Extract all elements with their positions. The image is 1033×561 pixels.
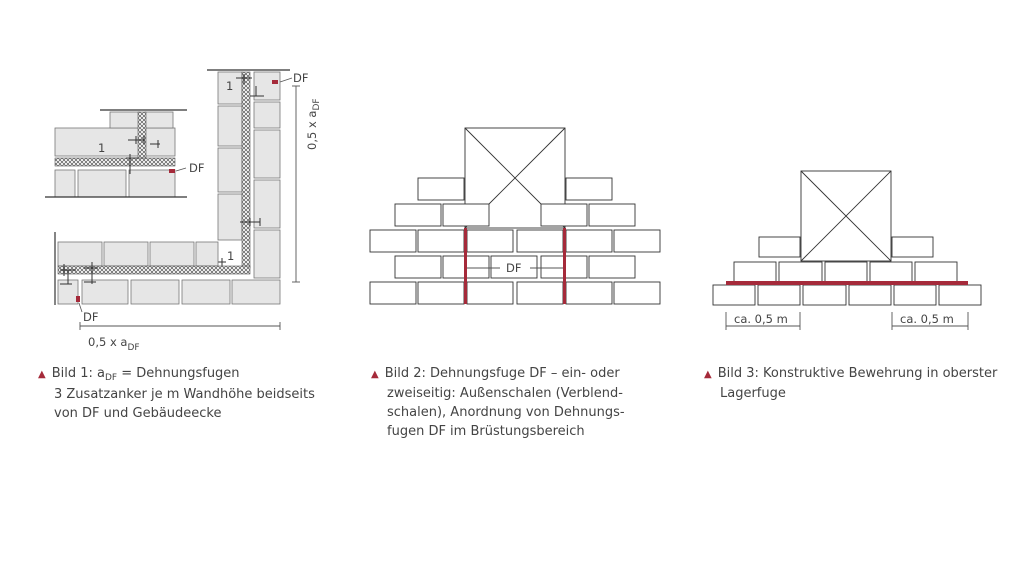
dim-vertical-label: 0,5 x aDF: [305, 98, 322, 150]
df-label: DF: [506, 261, 521, 275]
caption-1-line2: 3 Zusatzanker je m Wandhöhe beidseits: [54, 387, 315, 402]
caption-1-prefix: Bild 1: a: [51, 366, 105, 381]
caption-3-line2: Lagerfuge: [720, 386, 786, 401]
dimension-vertical: [292, 85, 300, 283]
anchor-label-corner: 1: [227, 249, 234, 263]
anchor-label-left: 1: [98, 141, 105, 155]
df-label-top: DF: [293, 71, 308, 85]
caption-3-line1: Bild 3: Konstruktive Bewehrung in oberst…: [717, 366, 998, 381]
inner-wall-stub: [45, 109, 187, 198]
dim-left-label: ca. 0,5 m: [734, 312, 788, 326]
df-label-bottom: DF: [83, 310, 98, 324]
dim-right-label: ca. 0,5 m: [900, 312, 954, 326]
caption-bild-3: ▲ Bild 3: Konstruktive Bewehrung in obers…: [704, 364, 1024, 403]
caption-1-line3: von DF und Gebäudeecke: [54, 406, 222, 421]
caption-2-line3: schalen), Anordnung von Dehnungs-: [387, 405, 625, 420]
caption-1-suffix: = Dehnungsfugen: [117, 366, 240, 381]
caption-2-line4: fugen DF im Brüstungsbereich: [387, 424, 585, 439]
df-label-mid: DF: [189, 161, 204, 175]
dimension-horizontal: [79, 322, 281, 330]
figure-2-drawing: [369, 127, 661, 305]
vertical-wall: [207, 69, 293, 279]
expansion-joint-right: [563, 228, 566, 304]
caption-marker-icon: ▲: [371, 369, 379, 380]
caption-bild-2: ▲ Bild 2: Dehnungsfuge DF – ein- oder zwe…: [371, 364, 671, 441]
caption-2-line1: Bild 2: Dehnungsfuge DF – ein- oder: [384, 366, 620, 381]
bed-joint-reinforcement: [726, 281, 968, 285]
caption-1-sub: DF: [104, 373, 118, 383]
horizontal-wall: [54, 232, 281, 313]
anchor-label-top: 1: [226, 79, 233, 93]
expansion-joint-left: [464, 228, 467, 304]
caption-bild-1: ▲ Bild 1: aDF = Dehnungsfugen 3 Zusatzank…: [38, 364, 338, 423]
figure-1-drawing: DF DF DF 1 1 1 0,5 x aDF 0,5 x aDF: [45, 69, 322, 353]
caption-marker-icon: ▲: [704, 369, 712, 380]
figure-3-reinforcement: ca. 0,5 m ca. 0,5 m: [725, 281, 969, 330]
dim-horizontal-label: 0,5 x aDF: [88, 335, 140, 353]
caption-2-line2: zweiseitig: Außenschalen (Verblend-: [387, 386, 623, 401]
figure-2-expansion-joints: DF: [464, 228, 566, 304]
caption-marker-icon: ▲: [38, 369, 46, 380]
